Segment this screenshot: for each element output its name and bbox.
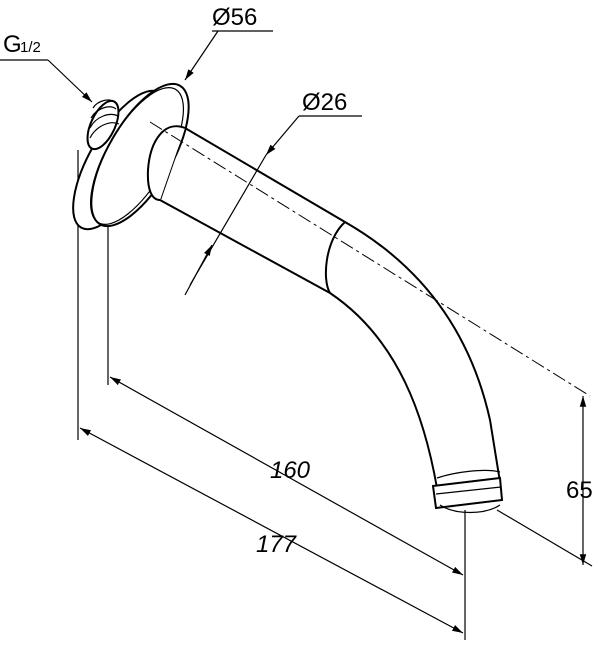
pipe-diameter-label: Ø26 [302,89,347,116]
thread-size-label: 1/2 [20,39,41,56]
length-inner-label: 160 [270,457,311,484]
thread-connector [86,99,120,151]
flange-diameter-callout: Ø56 [184,4,273,81]
thread-callout: G 1/2 [0,31,93,103]
thread-label: G [3,31,22,58]
flange-diameter-label: Ø56 [212,4,257,31]
pipe-diameter-callout: Ø26 [184,89,362,296]
height-label: 65 [566,477,593,504]
dimension-65: 65 [566,396,593,565]
dimension-177: 177 [79,427,464,634]
length-total-label: 177 [256,531,298,558]
centerline [149,121,591,397]
